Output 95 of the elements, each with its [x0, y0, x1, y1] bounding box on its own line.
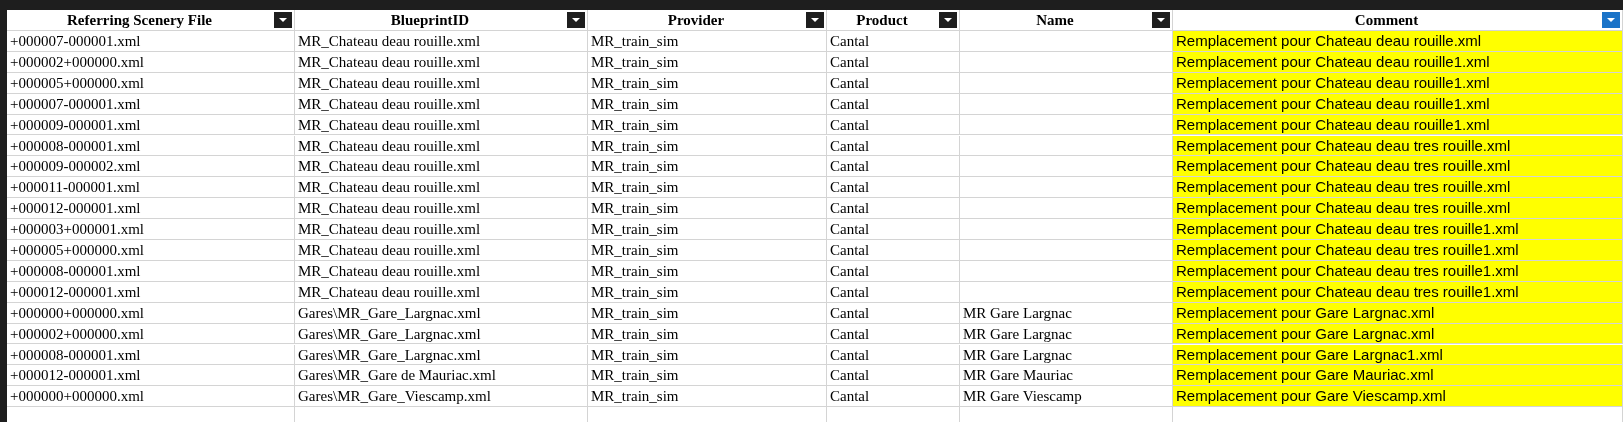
product-name: Cantal	[827, 302, 960, 324]
station-name: MR Gare Largnac	[960, 323, 1173, 345]
product-name: Cantal	[827, 386, 960, 408]
provider-name: MR_train_sim	[588, 302, 827, 324]
product-name: Cantal	[827, 72, 960, 94]
comment-text: Remplacement pour Chateau deau tres rouille.xml	[1173, 156, 1623, 178]
provider-name: MR_train_sim	[588, 260, 827, 282]
comment-text: Remplacement pour Chateau deau rouille1.xml	[1173, 114, 1623, 136]
provider-name: MR_train_sim	[588, 93, 827, 115]
comment-text: Remplacement pour Gare Viescamp.xml	[1173, 386, 1623, 408]
blueprint-id: MR_Chateau deau rouille.xml	[295, 72, 588, 94]
comment-text: Remplacement pour Chateau deau tres rouille1.xml	[1173, 281, 1623, 303]
blueprint-id: MR_Chateau deau rouille.xml	[295, 219, 588, 240]
blueprint-id: MR_Chateau deau rouille.xml	[295, 114, 588, 136]
provider-name: MR_train_sim	[588, 240, 827, 261]
product-name: Cantal	[827, 323, 960, 345]
comment-text: Remplacement pour Chateau deau rouille1.xml	[1173, 51, 1623, 73]
scenery-file-name: +000012-000001.xml	[7, 365, 295, 387]
comment-text: Remplacement pour Chateau deau tres rouille.xml	[1173, 135, 1623, 157]
scenery-file-name: +000008-000001.xml	[7, 344, 295, 366]
provider-name: MR_train_sim	[588, 51, 827, 73]
product-name: Cantal	[827, 135, 960, 157]
product-name: Cantal	[827, 240, 960, 261]
blueprint-id: Gares\MR_Gare_Largnac.xml	[295, 323, 588, 345]
comment-text: Remplacement pour Chateau deau rouille1.xml	[1173, 72, 1623, 94]
provider-name: MR_train_sim	[588, 386, 827, 408]
station-name: MR Gare Largnac	[960, 344, 1173, 366]
scenery-file-name: +000008-000001.xml	[7, 260, 295, 282]
provider-name: MR_train_sim	[588, 135, 827, 157]
scenery-file-name: +000007-000001.xml	[7, 31, 295, 52]
blueprint-id: MR_Chateau deau rouille.xml	[295, 198, 588, 220]
station-name: MR Gare Viescamp	[960, 386, 1173, 408]
comment-text: Remplacement pour Chateau deau tres rouille1.xml	[1173, 260, 1623, 282]
comment-text: Remplacement pour Gare Largnac1.xml	[1173, 344, 1623, 366]
product-name: Cantal	[827, 51, 960, 73]
provider-name: MR_train_sim	[588, 365, 827, 387]
scenery-file-name: +000007-000001.xml	[7, 93, 295, 115]
comment-text: Remplacement pour Chateau deau rouille.xml	[1173, 31, 1623, 52]
provider-name: MR_train_sim	[588, 219, 827, 240]
scenery-file-name: +000012-000001.xml	[7, 198, 295, 220]
scenery-file-name: +000009-000002.xml	[7, 156, 295, 178]
blueprint-id: MR_Chateau deau rouille.xml	[295, 240, 588, 261]
provider-name: MR_train_sim	[588, 72, 827, 94]
blueprint-id: Gares\MR_Gare_Largnac.xml	[295, 344, 588, 366]
product-name: Cantal	[827, 198, 960, 220]
scenery-file-name: +000009-000001.xml	[7, 114, 295, 136]
scenery-file-name: +000002+000000.xml	[7, 51, 295, 73]
provider-name: MR_train_sim	[588, 323, 827, 345]
scenery-file-name: +000011-000001.xml	[7, 177, 295, 199]
provider-name: MR_train_sim	[588, 156, 827, 178]
blueprint-id: MR_Chateau deau rouille.xml	[295, 135, 588, 157]
blueprint-id: Gares\MR_Gare_Largnac.xml	[295, 302, 588, 324]
station-name: MR Gare Mauriac	[960, 365, 1173, 387]
provider-name: MR_train_sim	[588, 198, 827, 220]
product-name: Cantal	[827, 219, 960, 240]
blueprint-id: MR_Chateau deau rouille.xml	[295, 156, 588, 178]
product-name: Cantal	[827, 281, 960, 303]
scenery-file-name: +000008-000001.xml	[7, 135, 295, 157]
provider-name: MR_train_sim	[588, 281, 827, 303]
provider-name: MR_train_sim	[588, 31, 827, 52]
comment-text: Remplacement pour Gare Largnac.xml	[1173, 302, 1623, 324]
scenery-file-name: +000003+000001.xml	[7, 219, 295, 240]
product-name: Cantal	[827, 31, 960, 52]
provider-name: MR_train_sim	[588, 177, 827, 199]
product-name: Cantal	[827, 344, 960, 366]
blueprint-id: Gares\MR_Gare de Mauriac.xml	[295, 365, 588, 387]
scenery-file-name: +000012-000001.xml	[7, 281, 295, 303]
comment-text: Remplacement pour Chateau deau tres rouille1.xml	[1173, 219, 1623, 240]
blueprint-id: MR_Chateau deau rouille.xml	[295, 260, 588, 282]
product-name: Cantal	[827, 177, 960, 199]
station-name: MR Gare Largnac	[960, 302, 1173, 324]
scenery-file-name: +000005+000000.xml	[7, 72, 295, 94]
blueprint-id: MR_Chateau deau rouille.xml	[295, 31, 588, 52]
provider-name: MR_train_sim	[588, 344, 827, 366]
provider-name: MR_train_sim	[588, 114, 827, 136]
product-name: Cantal	[827, 260, 960, 282]
comment-text: Remplacement pour Gare Mauriac.xml	[1173, 365, 1623, 387]
product-name: Cantal	[827, 114, 960, 136]
blueprint-id: Gares\MR_Gare_Viescamp.xml	[295, 386, 588, 408]
comment-text: Remplacement pour Chateau deau tres rouille.xml	[1173, 177, 1623, 199]
comment-text: Remplacement pour Chateau deau tres rouille1.xml	[1173, 240, 1623, 261]
product-name: Cantal	[827, 93, 960, 115]
comment-text: Remplacement pour Chateau deau rouille1.xml	[1173, 93, 1623, 115]
scenery-file-name: +000002+000000.xml	[7, 323, 295, 345]
blueprint-id: MR_Chateau deau rouille.xml	[295, 51, 588, 73]
blueprint-id: MR_Chateau deau rouille.xml	[295, 281, 588, 303]
comment-text: Remplacement pour Chateau deau tres rouille.xml	[1173, 198, 1623, 220]
blueprint-id: MR_Chateau deau rouille.xml	[295, 177, 588, 199]
scenery-file-name: +000000+000000.xml	[7, 386, 295, 408]
product-name: Cantal	[827, 365, 960, 387]
scenery-file-name: +000005+000000.xml	[7, 240, 295, 261]
comment-text: Remplacement pour Gare Largnac.xml	[1173, 323, 1623, 345]
scenery-file-name: +000000+000000.xml	[7, 302, 295, 324]
product-name: Cantal	[827, 156, 960, 178]
blueprint-id: MR_Chateau deau rouille.xml	[295, 93, 588, 115]
